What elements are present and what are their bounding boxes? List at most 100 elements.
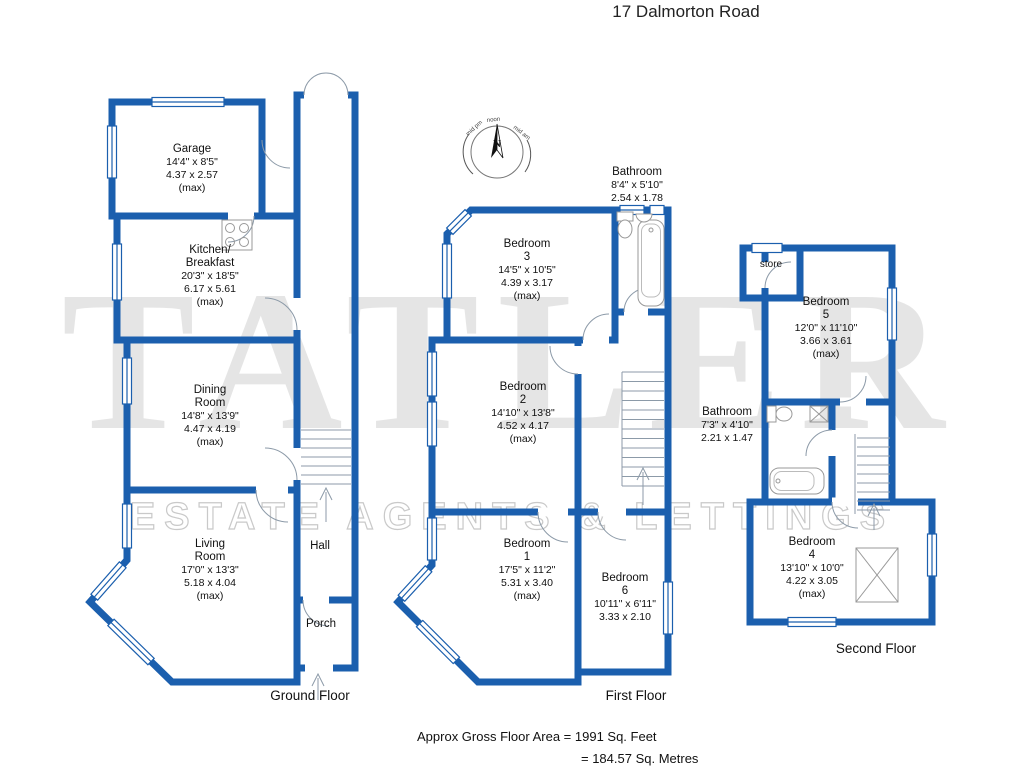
room-dims-max: (max) <box>513 290 541 302</box>
room-label-bedroom4: Bedroom 4 13'10" x 10'0" 4.22 x 3.05 (ma… <box>742 536 882 601</box>
room-label-bedroom6: Bedroom 6 10'11" x 6'11" 3.33 x 2.10 <box>555 572 695 624</box>
second-floor-windows <box>751 242 938 628</box>
room-dims-max: (max) <box>798 588 826 600</box>
room-label-garage: Garage 14'4" x 8'5" 4.37 x 2.57 (max) <box>122 143 262 195</box>
room-dims-metric: 4.47 x 4.19 <box>184 423 236 435</box>
room-dims-max: (max) <box>196 436 224 448</box>
second-toilet-icon <box>766 405 793 423</box>
room-label-bedroom5: Bedroom 5 12'0" x 11'10" 3.66 x 3.61 (ma… <box>756 296 896 361</box>
room-name: Bathroom <box>702 406 752 418</box>
compass-north-label: N <box>493 138 501 150</box>
room-dims-imperial: 14'10" x 13'8" <box>491 407 555 419</box>
room-dims-max: (max) <box>196 590 224 602</box>
room-name: Bedroom <box>499 381 547 393</box>
room-dims-imperial: 10'11" x 6'11" <box>594 598 656 610</box>
room-label-bedroom1: Bedroom 1 17'5" x 11'2" 5.31 x 3.40 (max… <box>457 538 597 603</box>
room-dims-max: (max) <box>509 433 537 445</box>
toilet-icon <box>616 211 634 239</box>
room-name: Bedroom <box>503 238 551 250</box>
room-label-dining: Dining Room 14'8" x 13'9" 4.47 x 4.19 (m… <box>140 384 280 449</box>
sink-icon <box>635 213 653 223</box>
room-dims-max: (max) <box>178 182 206 194</box>
first-floor-windows <box>397 204 674 665</box>
room-name: Porch <box>305 618 337 630</box>
second-sink-icon <box>809 405 829 423</box>
room-number: 2 <box>519 394 527 406</box>
room-dims-metric: 4.52 x 4.17 <box>497 420 549 432</box>
ground-floor-caption: Ground Floor <box>270 688 350 703</box>
bath-icon <box>637 219 665 307</box>
room-label-bedroom2: Bedroom 2 14'10" x 13'8" 4.52 x 4.17 (ma… <box>453 381 593 446</box>
second-floor-caption: Second Floor <box>835 641 917 656</box>
room-name: Bedroom <box>601 572 649 584</box>
compass-label-mid-pm: mid pm <box>465 120 484 138</box>
room-label-living: Living Room 17'0" x 13'3" 5.18 x 4.04 (m… <box>140 538 280 603</box>
room-dims-imperial: 20'3" x 18'5" <box>181 270 239 282</box>
room-label-ff-bathroom: Bathroom 8'4" x 5'10" 2.54 x 1.78 <box>567 166 707 205</box>
room-dims-metric: 4.37 x 2.57 <box>166 169 218 181</box>
room-dims-imperial: 12'0" x 11'10" <box>794 322 858 334</box>
room-dims-imperial: 17'5" x 11'2" <box>498 564 556 576</box>
room-dims-max: (max) <box>196 296 224 308</box>
room-dims-metric: 2.54 x 1.78 <box>611 192 663 204</box>
room-label-kitchen: Kitchen/ Breakfast 20'3" x 18'5" 6.17 x … <box>140 244 280 309</box>
ground-floor-door-arcs <box>227 72 349 627</box>
room-dims-imperial: 14'4" x 8'5" <box>166 156 218 168</box>
room-name: store <box>759 259 783 270</box>
first-floor-caption: First Floor <box>605 688 667 703</box>
ground-floor-windows <box>90 96 225 666</box>
second-bath-icon <box>769 467 825 495</box>
room-name: Dining <box>193 384 227 396</box>
room-name: Bathroom <box>612 166 662 178</box>
room-dims-metric: 3.66 x 3.61 <box>800 335 852 347</box>
room-number: 4 <box>808 549 816 561</box>
room-label-hall: Hall <box>250 540 390 553</box>
room-number: 1 <box>523 551 531 563</box>
room-label-porch: Porch <box>251 618 391 631</box>
room-label-sf-bathroom: Bathroom 7'3" x 4'10" 2.21 x 1.47 <box>657 406 797 445</box>
room-dims-metric: 5.18 x 4.04 <box>184 577 236 589</box>
room-label-store: store <box>701 258 841 271</box>
room-name: Bedroom <box>788 536 836 548</box>
first-floor-door-arcs <box>537 287 649 543</box>
room-name: Bedroom <box>802 296 850 308</box>
stove-icon <box>221 219 253 251</box>
room-name: Garage <box>172 143 212 155</box>
room-name-line2: Breakfast <box>185 257 235 269</box>
room-label-bedroom3: Bedroom 3 14'5" x 10'5" 4.39 x 3.17 (max… <box>457 238 597 303</box>
page-title: 17 Dalmorton Road <box>612 2 760 21</box>
room-dims-imperial: 14'5" x 10'5" <box>498 264 556 276</box>
second-floor-door-gaps <box>760 262 866 507</box>
room-dims-metric: 2.21 x 1.47 <box>701 432 753 444</box>
room-dims-imperial: 13'10" x 10'0" <box>780 562 844 574</box>
room-dims-imperial: 7'3" x 4'10" <box>701 419 753 431</box>
room-name-line2: Room <box>194 397 226 409</box>
room-dims-max: (max) <box>513 590 541 602</box>
room-name: Bedroom <box>503 538 551 550</box>
room-name-line2: Room <box>194 551 226 563</box>
second-floor-stairs-icon <box>854 434 890 530</box>
room-dims-metric: 4.39 x 3.17 <box>501 277 553 289</box>
room-name: Kitchen/ <box>189 244 231 256</box>
room-number: 3 <box>523 251 531 263</box>
gross-area-metres: = 184.57 Sq. Metres <box>581 751 699 766</box>
compass-label-noon: noon <box>487 117 501 124</box>
room-name: Living <box>194 538 226 550</box>
room-dims-imperial: 8'4" x 5'10" <box>611 179 663 191</box>
room-dims-imperial: 14'8" x 13'9" <box>181 410 239 422</box>
room-dims-metric: 6.17 x 5.61 <box>184 283 236 295</box>
room-number: 6 <box>621 585 629 597</box>
room-dims-metric: 3.33 x 2.10 <box>599 611 651 623</box>
first-floor-door-gaps <box>538 307 648 517</box>
first-floor-stairs-icon <box>621 371 664 505</box>
room-dims-max: (max) <box>812 348 840 360</box>
second-floor-door-arcs <box>764 261 867 529</box>
porch-entry-arrow <box>311 672 325 700</box>
room-name: Hall <box>310 540 330 552</box>
gross-area-feet: Approx Gross Floor Area = 1991 Sq. Feet <box>417 729 657 744</box>
void-x-icon <box>855 547 899 603</box>
room-dims-metric: 5.31 x 3.40 <box>501 577 553 589</box>
room-number: 5 <box>822 309 830 321</box>
room-dims-imperial: 17'0" x 13'3" <box>181 564 239 576</box>
